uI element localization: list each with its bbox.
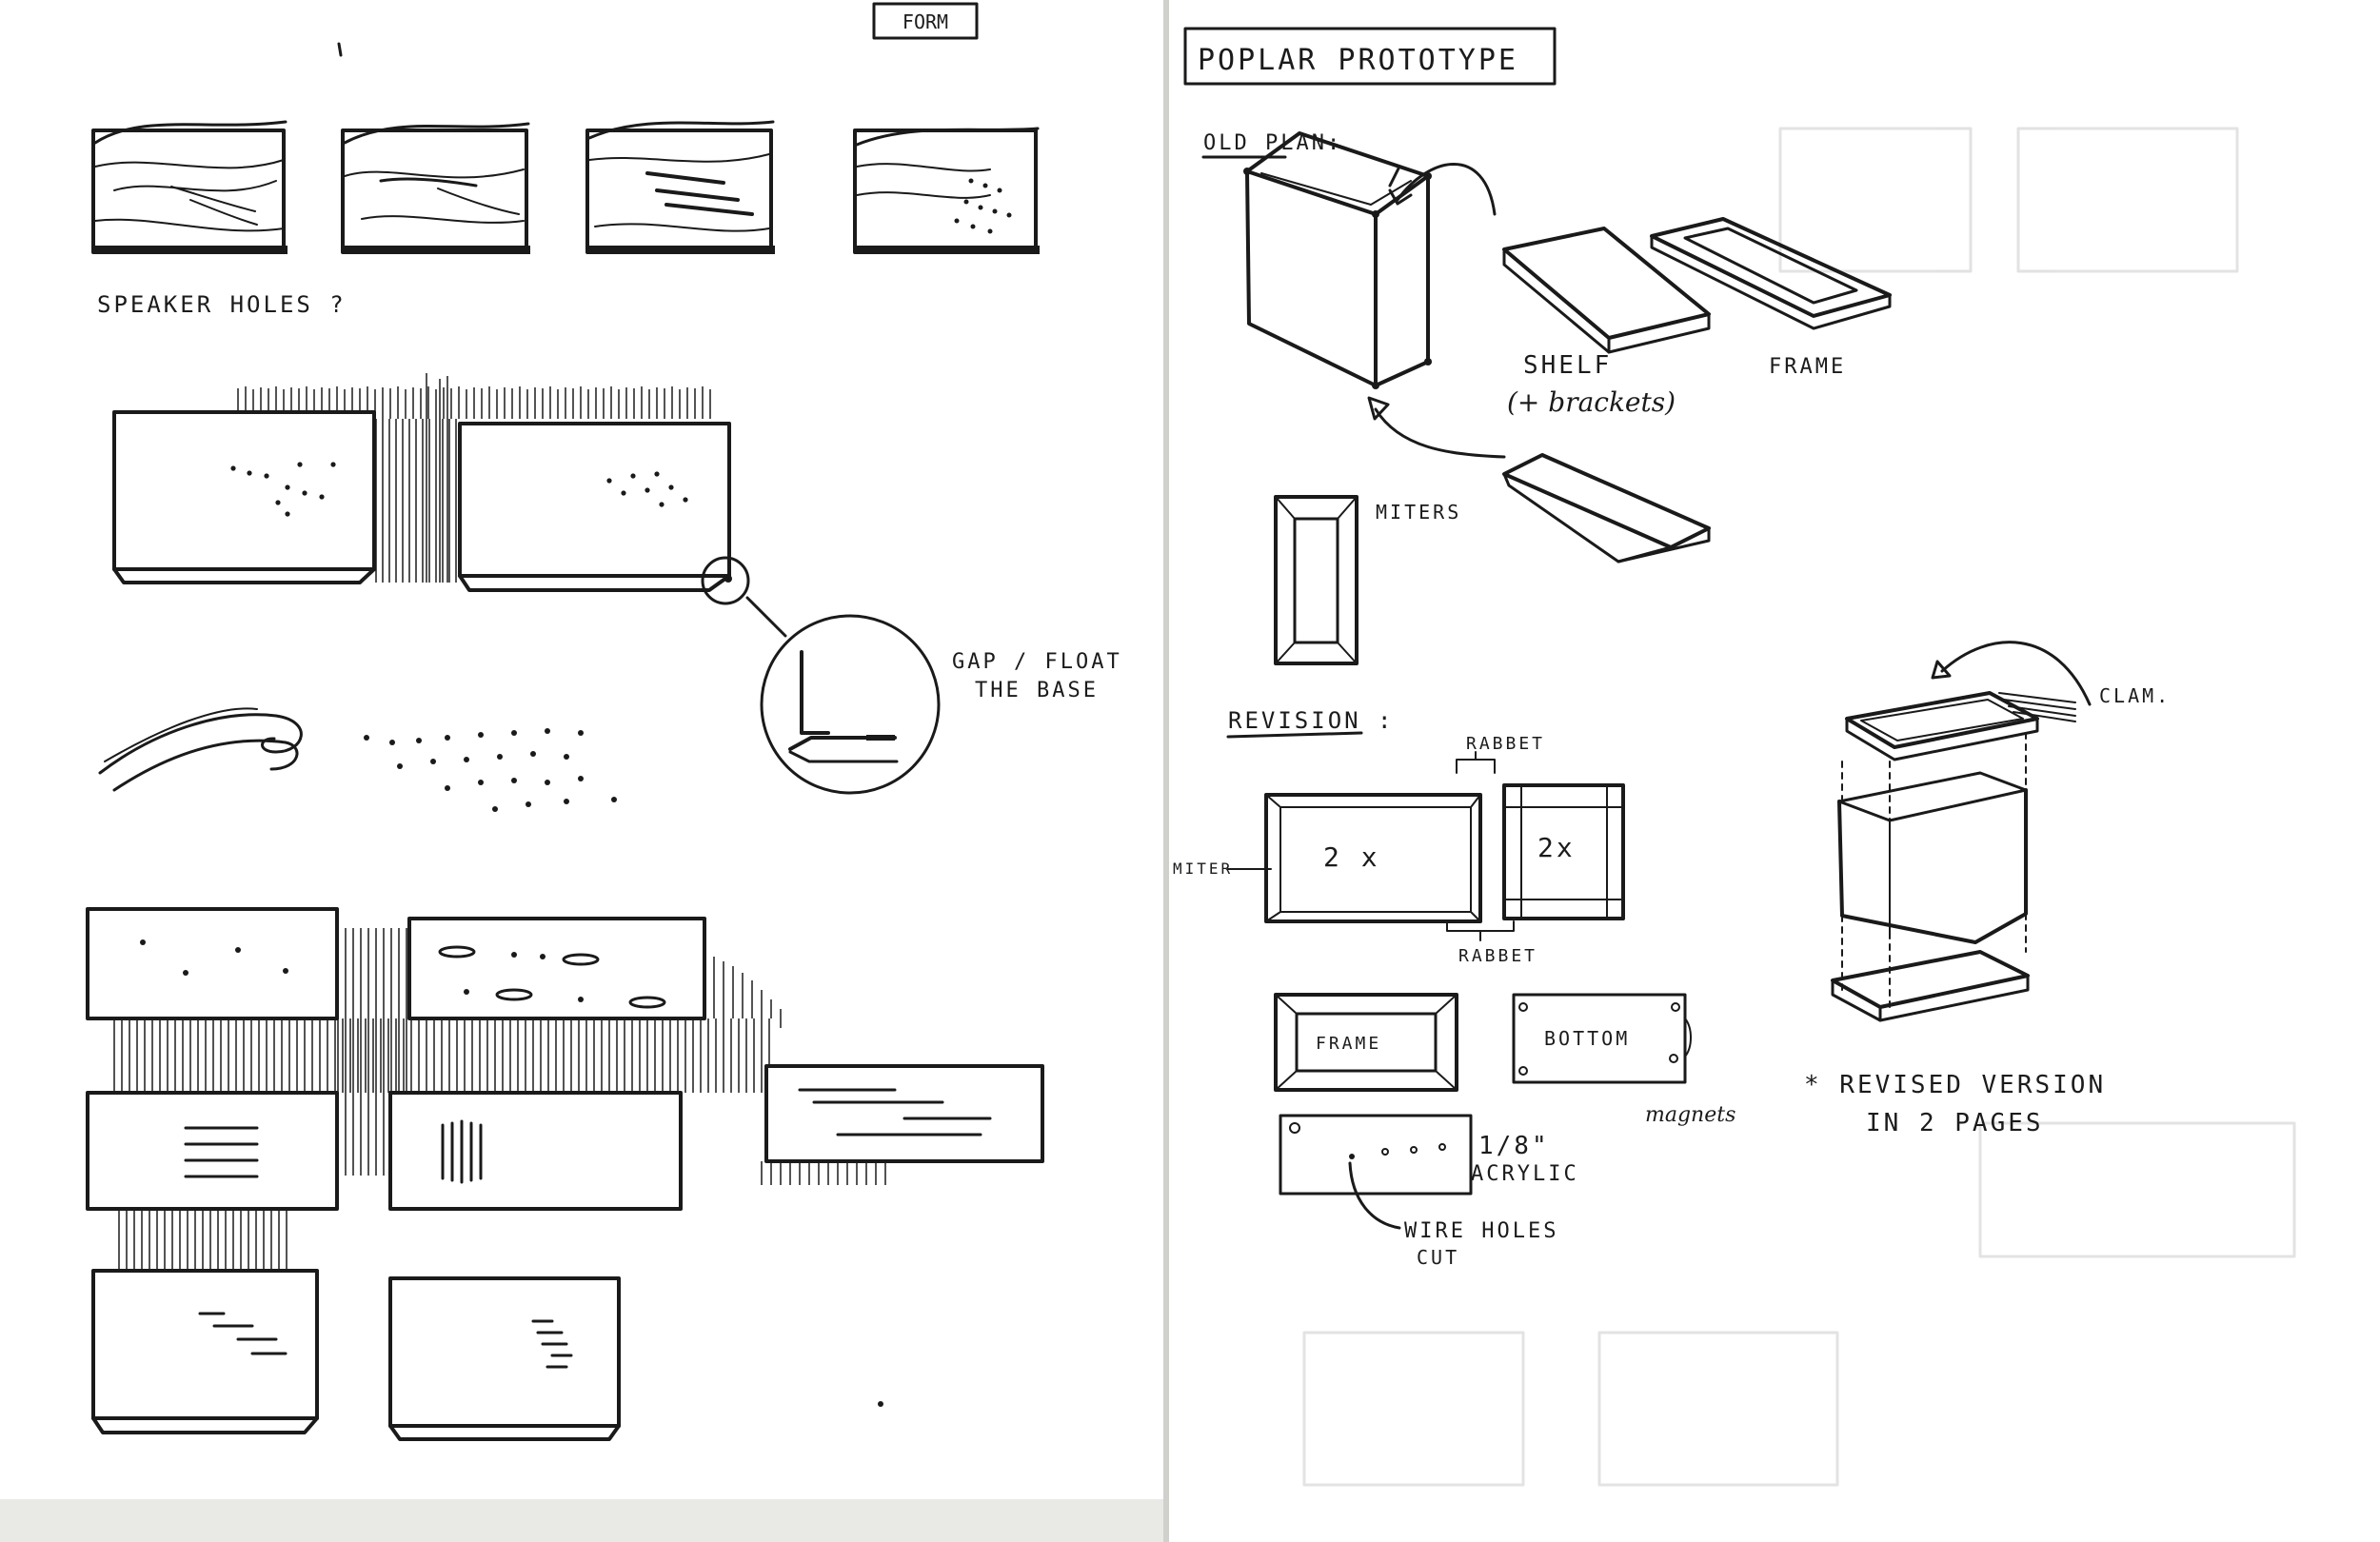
dot-pattern-sketch	[364, 728, 617, 812]
lower-box-top-left	[86, 907, 339, 1020]
miters-frame-part	[1274, 495, 1359, 665]
revised-version-label-1: * REVISED VERSION	[1804, 1071, 2106, 1099]
shelf-part	[1502, 227, 1711, 354]
lower-box-middle-right	[764, 1064, 1044, 1163]
poplar-prototype-title-box: POPLAR PROTOTYPE	[1183, 27, 1557, 86]
grain-swirl-sketch	[98, 707, 303, 792]
magnets-label: magnets	[1645, 1103, 1735, 1127]
old-plan-label: OLD PLAN:	[1203, 131, 1342, 155]
revised-version-label-2: IN 2 PAGES	[1866, 1109, 2044, 1137]
frame-part	[1650, 217, 1892, 330]
shelf-label: SHELF	[1523, 351, 1612, 380]
hatched-backdrop-upper	[237, 373, 711, 583]
hatched-backdrop-lower	[113, 928, 886, 1271]
wood-box-2	[341, 122, 530, 254]
second-shelf-part	[1502, 453, 1711, 563]
acrylic-panel-part	[1279, 1114, 1473, 1196]
revision-end-panel	[1502, 783, 1625, 920]
frame-box-part	[1274, 993, 1458, 1092]
end-panel-2x-label: 2x	[1537, 832, 1576, 863]
detail-callout	[701, 556, 941, 795]
revision-label: REVISION :	[1228, 707, 1395, 734]
arrow-from-shelf-head	[1367, 396, 1390, 421]
eighth-inch-label: 1/8"	[1478, 1132, 1550, 1160]
frame-top-label: FRAME	[1769, 355, 1846, 379]
lower-box-bottom-right	[388, 1276, 621, 1441]
brackets-label: (+ brackets)	[1507, 386, 1676, 418]
speaker-box-right	[458, 422, 731, 592]
clamp-arrow	[1940, 641, 2092, 706]
acrylic-label: ACRYLIC	[1471, 1162, 1579, 1186]
lower-box-middle-center	[388, 1091, 683, 1211]
wire-holes-label-1: WIRE HOLES	[1404, 1219, 1558, 1243]
right-page	[1169, 0, 2380, 1542]
lower-box-middle-left	[86, 1091, 339, 1211]
stray-mark	[337, 42, 343, 57]
gap-float-label-2: THE BASE	[975, 679, 1099, 702]
speaker-box-left	[112, 410, 376, 584]
old-plan-box-isometric	[1243, 131, 1432, 389]
wood-box-4	[853, 127, 1040, 254]
poplar-prototype-title: POPLAR PROTOTYPE	[1198, 44, 1518, 77]
speaker-holes-label: SPEAKER HOLES ?	[97, 291, 347, 318]
clamp-arrow-head	[1931, 660, 1952, 680]
miter-label: MITER	[1173, 860, 1233, 878]
frame-box-label: FRAME	[1316, 1034, 1381, 1054]
form-tab: FORM	[872, 2, 979, 40]
bottom-panel-part	[1512, 993, 1692, 1084]
lower-box-top-middle	[407, 917, 706, 1020]
form-tab-label: FORM	[902, 10, 948, 33]
wood-box-3	[585, 120, 775, 254]
revised-assembly-base	[1831, 950, 2030, 1022]
stray-dot	[878, 1401, 883, 1407]
side-panel-2x-label: 2 x	[1323, 841, 1380, 873]
gap-float-label-1: GAP / FLOAT	[952, 650, 1122, 674]
arrow-from-shelf	[1374, 407, 1506, 459]
rabbet-bottom-label: RABBET	[1458, 946, 1537, 966]
bottom-panel-label: BOTTOM	[1544, 1027, 1630, 1050]
arrow-to-shelf-head	[1388, 188, 1413, 206]
wire-holes-leader	[1348, 1161, 1401, 1230]
lower-box-bottom-left	[91, 1269, 319, 1434]
revised-assembly-lid	[1845, 691, 2076, 761]
show-through-marks	[1302, 127, 2296, 1487]
wire-holes-label-2: CUT	[1417, 1246, 1459, 1269]
arrow-to-shelf	[1396, 163, 1497, 216]
wood-box-1	[91, 120, 288, 254]
rabbet-top-bracket	[1456, 751, 1496, 774]
revision-underline	[1226, 731, 1363, 739]
revision-side-panel	[1264, 793, 1482, 923]
miters-label: MITERS	[1376, 501, 1461, 524]
clamp-label: CLAM.	[2099, 684, 2171, 707]
rabbet-top-label: RABBET	[1466, 734, 1545, 754]
rabbet-bottom-bracket	[1446, 920, 1515, 941]
